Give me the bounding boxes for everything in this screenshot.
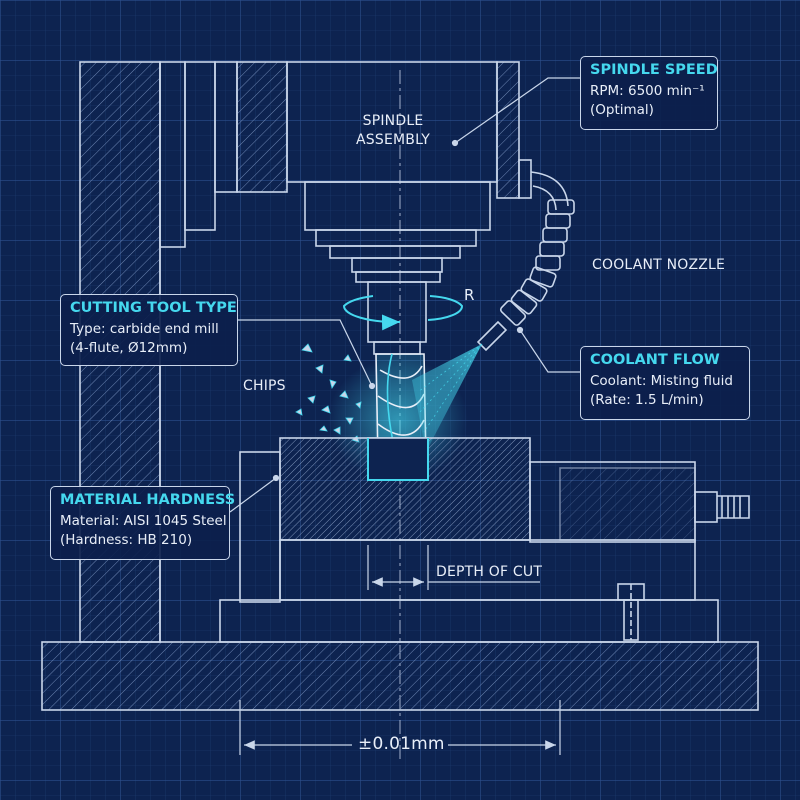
spindle-speed-callout: SPINDLE SPEED RPM: 6500 min⁻¹ (Optimal): [580, 56, 718, 130]
spindle-speed-line1: RPM: 6500 min⁻¹: [590, 83, 705, 99]
rotation-indicator: [342, 295, 464, 331]
coolant-spray: [412, 344, 482, 452]
material-hardness-line1: Material: AISI 1045 Steel: [60, 513, 227, 529]
coolant-flow-title: COOLANT FLOW: [590, 352, 720, 368]
rotation-label: R: [464, 286, 475, 304]
cutting-tool-line2: (4-flute, Ø12mm): [70, 340, 188, 356]
coolant-hose: [476, 171, 575, 352]
material-hardness-line2: (Hardness: HB 210): [60, 532, 193, 548]
material-hardness-title: MATERIAL HARDNESS: [60, 492, 236, 508]
spindle-assembly-label: SPINDLE ASSEMBLY: [356, 112, 430, 150]
cutting-tool-title: CUTTING TOOL TYPE: [70, 300, 237, 316]
depth-of-cut-label: DEPTH OF CUT: [436, 564, 543, 580]
chips-label: CHIPS: [243, 378, 286, 394]
coolant-flow-line2: (Rate: 1.5 L/min): [590, 392, 704, 408]
spindle-speed-title: SPINDLE SPEED: [590, 62, 718, 78]
tolerance-label: ±0.01mm: [358, 734, 445, 754]
coolant-flow-line1: Coolant: Misting fluid: [590, 373, 733, 389]
coolant-nozzle-label: COOLANT NOZZLE: [592, 257, 726, 273]
spindle-assembly-label-line1: SPINDLE: [362, 113, 424, 129]
cutting-tool-line1: Type: carbide end mill: [70, 321, 219, 337]
cutting-tool-callout: CUTTING TOOL TYPE Type: carbide end mill…: [60, 294, 238, 366]
spindle-speed-line2: (Optimal): [590, 102, 654, 118]
coolant-flow-callout: COOLANT FLOW Coolant: Misting fluid (Rat…: [580, 346, 750, 420]
material-hardness-callout: MATERIAL HARDNESS Material: AISI 1045 St…: [50, 486, 236, 560]
spindle-assembly-label-line2: ASSEMBLY: [356, 132, 430, 148]
